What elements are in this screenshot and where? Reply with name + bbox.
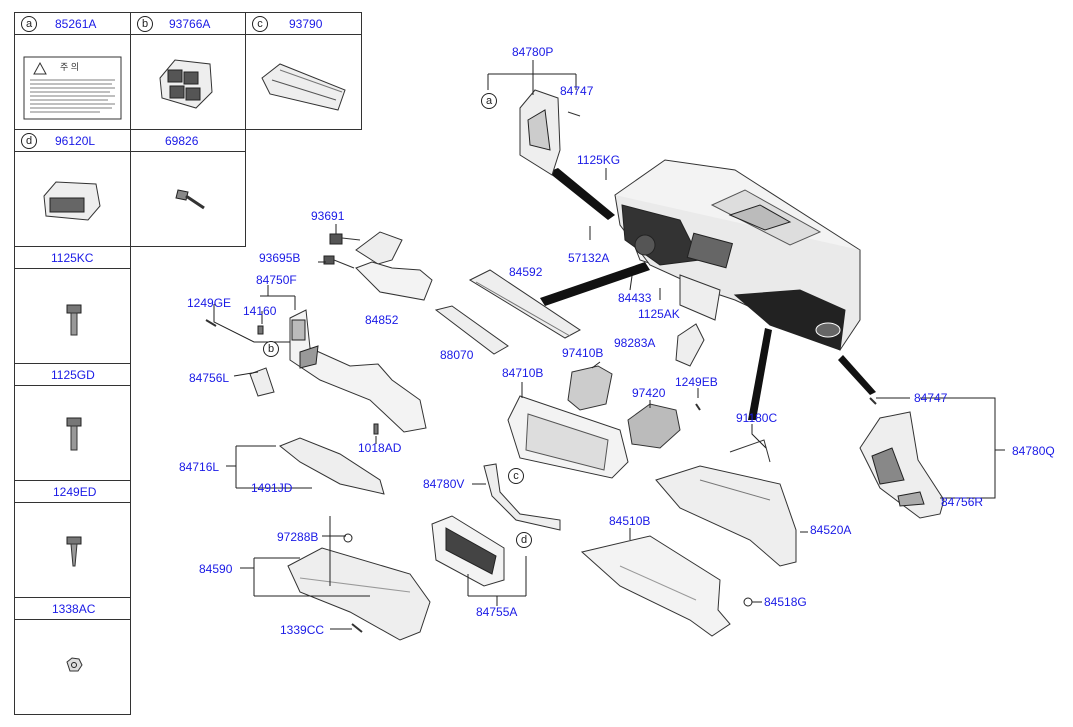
callout-circle: b <box>137 16 153 32</box>
part-number: 93790 <box>289 17 323 31</box>
glove-box-housing-drawing <box>655 439 797 567</box>
label-1125AK: 1125AK <box>638 307 680 321</box>
cell-header: 1338AC <box>15 598 130 620</box>
center-fascia-drawing <box>483 395 629 531</box>
warning-label-thumbnail <box>23 56 122 120</box>
crash-pad-drawing <box>614 159 861 351</box>
label-84756L: 84756L <box>189 371 230 385</box>
screw-thumbnail-69826 <box>175 189 205 210</box>
label-1018AD: 1018AD <box>358 441 402 455</box>
callout-b: b <box>263 341 279 357</box>
label-97288B: 97288B <box>277 530 319 544</box>
label-98283A: 98283A <box>614 336 656 350</box>
table-cell-1125GD: 1125GD <box>14 363 131 481</box>
label-91180C: 91180C <box>736 411 778 425</box>
usb-jack-thumbnail <box>43 181 101 221</box>
label-84747-top: 84747 <box>560 84 594 98</box>
part-number: 1125GD <box>51 368 95 382</box>
label-84590: 84590 <box>199 562 233 576</box>
air-vent-drawing <box>567 323 705 449</box>
label-84852: 84852 <box>365 313 399 327</box>
warning-label-heading: 주 의 <box>60 62 80 72</box>
callout-d: d <box>516 532 532 548</box>
label-88070: 88070 <box>440 348 474 362</box>
callout-circle: d <box>21 133 37 149</box>
label-97410B: 97410B <box>562 346 604 360</box>
label-97420: 97420 <box>632 386 666 400</box>
part-number: 1125KC <box>51 251 94 265</box>
part-number: 69826 <box>165 134 199 148</box>
cell-header: 1125KC <box>15 247 130 269</box>
label-14160: 14160 <box>243 304 277 318</box>
callout-circle: c <box>252 16 268 32</box>
switch-thumbnail-93790 <box>261 63 346 111</box>
label-57132A: 57132A <box>568 251 610 265</box>
label-84592: 84592 <box>509 265 543 279</box>
label-84747-right: 84747 <box>914 391 948 405</box>
cell-header: c 93790 <box>246 13 361 35</box>
label-84520A: 84520A <box>810 523 852 537</box>
label-1339CC: 1339CC <box>280 623 325 637</box>
cell-header: b 93766A <box>131 13 245 35</box>
table-cell-69826: 69826 <box>130 129 246 247</box>
label-1249EB: 1249EB <box>675 375 718 389</box>
nut-thumbnail-1338AC <box>66 657 83 672</box>
bolt-thumbnail-1125GD <box>66 417 82 451</box>
lower-panel-drawing <box>205 309 427 435</box>
label-84780P: 84780P <box>512 45 554 59</box>
callout-circle: a <box>21 16 37 32</box>
screw-thumbnail-1249ED <box>66 536 82 567</box>
label-84433: 84433 <box>618 291 652 305</box>
label-84780Q: 84780Q <box>1012 444 1055 458</box>
label-84710B: 84710B <box>502 366 544 380</box>
cell-header: 1125GD <box>15 364 130 386</box>
label-93695B: 93695B <box>259 251 301 265</box>
table-cell-93766A: b 93766A <box>130 12 246 130</box>
part-number: 93766A <box>169 17 211 31</box>
cell-header: 69826 <box>131 130 245 152</box>
label-84756R: 84756R <box>941 495 984 509</box>
leader-lines <box>213 60 1005 630</box>
table-cell-1338AC: 1338AC <box>14 597 131 715</box>
label-1125KG: 1125KG <box>577 153 621 167</box>
label-93691: 93691 <box>311 209 345 223</box>
table-cell-93790: c 93790 <box>245 12 362 130</box>
label-84716L: 84716L <box>179 460 220 474</box>
cell-header: a 85261A <box>15 13 130 35</box>
console-storage-drawing <box>431 515 505 587</box>
label-1491JD: 1491JD <box>251 481 293 495</box>
part-number: 96120L <box>55 134 96 148</box>
cell-header: 1249ED <box>15 481 130 503</box>
callout-c: c <box>508 468 524 484</box>
console-bracket-drawing <box>434 269 581 355</box>
part-number: 1338AC <box>52 602 96 616</box>
part-number: 1249ED <box>53 485 97 499</box>
label-84518G: 84518G <box>764 595 807 609</box>
glove-box-drawing <box>580 535 753 637</box>
side-cover-right-drawing <box>859 397 945 519</box>
table-cell-96120L: d 96120L <box>14 129 131 247</box>
steering-shroud-drawing <box>323 231 433 301</box>
label-84780V: 84780V <box>423 477 465 491</box>
side-cover-left-drawing <box>519 89 581 176</box>
label-84755A: 84755A <box>476 605 518 619</box>
label-84510B: 84510B <box>609 514 651 528</box>
label-1249GE: 1249GE <box>187 296 232 310</box>
switch-thumbnail-93766A <box>159 59 213 109</box>
bracket-84716L-drawing <box>279 437 385 495</box>
cell-header: d 96120L <box>15 130 130 152</box>
part-number: 85261A <box>55 17 97 31</box>
callout-a: a <box>481 93 497 109</box>
label-84750F: 84750F <box>256 273 297 287</box>
under-cover-drawing <box>287 533 431 641</box>
bolt-thumbnail-1125KC <box>66 304 82 336</box>
